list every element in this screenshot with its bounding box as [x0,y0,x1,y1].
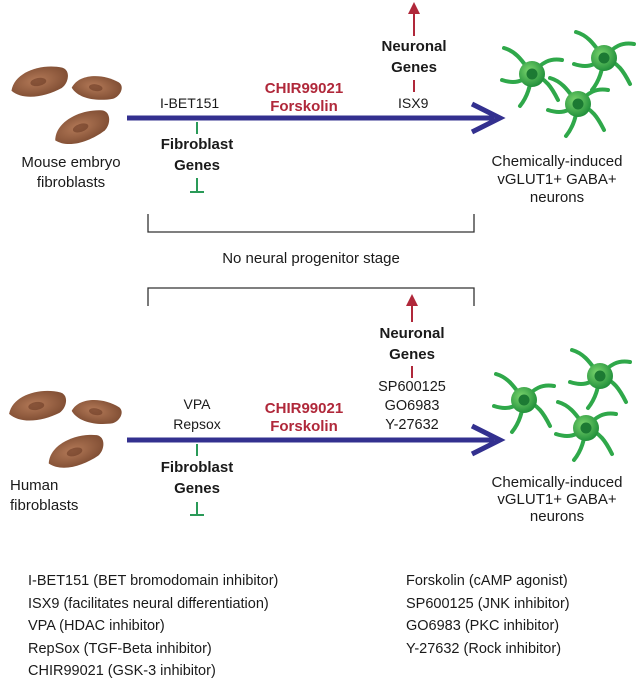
top-neuron-3 [546,76,610,138]
human-source-line-2: fibroblasts [10,497,79,514]
human-source-label: Human fibroblasts [10,476,78,516]
legend-left-item: I-BET151 (BET bromodomain inhibitor) [28,573,279,589]
bottom-center-compound-2: Forskolin [270,418,338,435]
top-neuronal-genes-line-2: Genes [391,59,437,76]
bottom-bracket [147,287,475,306]
bottom-neuron-3 [554,400,618,462]
bottom-right-compound-2: GO6983 [384,398,440,414]
bottom-neuronal-genes-line-2: Genes [389,346,435,363]
bottom-fibroblast-inhibition [190,444,204,516]
bottom-left-compounds: VPA Repsox [160,394,234,434]
top-right-compound: ISX9 [398,95,429,111]
bottom-fibroblast-genes-line-2: Genes [174,480,220,497]
bottom-right-compound-1: SP600125 [378,379,446,395]
legend-right: Forskolin (cAMP agonist) SP600125 (JNK i… [406,570,570,660]
legend-right-item: SP600125 (JNK inhibitor) [406,595,570,612]
no-progenitor-label: No neural progenitor stage [222,250,400,267]
legend-left-item: RepSox (TGF-Beta inhibitor) [28,640,212,657]
top-bracket [147,214,475,233]
top-center-compound-2: Forskolin [270,98,338,115]
top-fibroblast-genes-line-1: Fibroblast [160,136,234,153]
legend-left-item: VPA (HDAC inhibitor) [28,618,165,634]
mouse-fibroblast-cell-3 [49,105,114,150]
top-neuronal-activation-arrow [408,2,420,92]
mouse-source-line-1: Mouse embryo [21,154,121,171]
bottom-neuronal-genes-line-1: Neuronal [379,325,445,342]
top-neuronal-genes-label: Neuronal Genes [366,36,462,78]
legend-left: I-BET151 (BET bromodomain inhibitor) ISX… [28,570,278,683]
bottom-conversion-arrow [127,423,506,457]
top-target-label: Chemically-induced vGLUT1+ GABA+ neurons [474,153,640,207]
bottom-target-line-3: neurons [529,508,585,525]
top-conversion-arrow [127,101,506,135]
bottom-center-compounds: CHIR99021 Forskolin [254,400,354,436]
bottom-target-label: Chemically-induced vGLUT1+ GABA+ neurons [474,474,640,525]
human-fibroblast-cell-3 [43,430,108,474]
bottom-right-compounds: SP600125 GO6983 Y-27632 [364,378,460,435]
mouse-source-line-2: fibroblasts [36,174,106,191]
top-fibroblast-genes-line-2: Genes [174,157,220,174]
top-fibroblast-inhibition [190,122,204,193]
bottom-fibroblast-genes-label: Fibroblast Genes [148,457,246,499]
mouse-fibroblast-cell-2 [70,72,123,104]
top-left-compound: I-BET151 [160,95,220,111]
legend-right-item: Y-27632 (Rock inhibitor) [406,640,562,657]
top-center-compound-1: CHIR99021 [264,80,344,97]
mouse-source-label: Mouse embryo fibroblasts [6,153,136,193]
bottom-neuron-2 [568,348,632,410]
bottom-neuron-1 [492,372,556,434]
top-neuron-2 [572,30,636,92]
legend-left-item: ISX9 (facilitates neural differentiation… [28,595,269,612]
bottom-neuronal-activation-arrow [406,294,418,378]
human-fibroblast-cell-2 [70,395,124,428]
mouse-fibroblast-cell-1 [8,62,71,101]
top-target-line-3: neurons [529,189,585,206]
legend-right-item: Forskolin (cAMP agonist) [406,573,568,589]
bottom-center-compound-1: CHIR99021 [264,400,344,417]
top-target-line-2: vGLUT1+ GABA+ [497,171,617,188]
top-neuronal-genes-line-1: Neuronal [381,38,447,55]
top-center-compounds: CHIR99021 Forskolin [254,80,354,116]
bottom-right-compound-3: Y-27632 [385,417,439,433]
legend-right-item: GO6983 (PKC inhibitor) [406,618,560,634]
legend-left-item: CHIR99021 (GSK-3 inhibitor) [28,663,216,679]
bottom-fibroblast-genes-line-1: Fibroblast [160,459,234,476]
bottom-target-line-1: Chemically-induced [491,474,623,491]
human-fibroblast-cell-1 [6,387,69,424]
bottom-left-compound-1: VPA [183,396,211,412]
bottom-target-line-2: vGLUT1+ GABA+ [497,491,617,508]
top-target-line-1: Chemically-induced [491,153,623,170]
bottom-neuronal-genes-label: Neuronal Genes [364,323,460,365]
top-fibroblast-genes-label: Fibroblast Genes [148,134,246,176]
bottom-left-compound-2: Repsox [173,416,221,432]
human-source-line-1: Human [10,477,59,494]
